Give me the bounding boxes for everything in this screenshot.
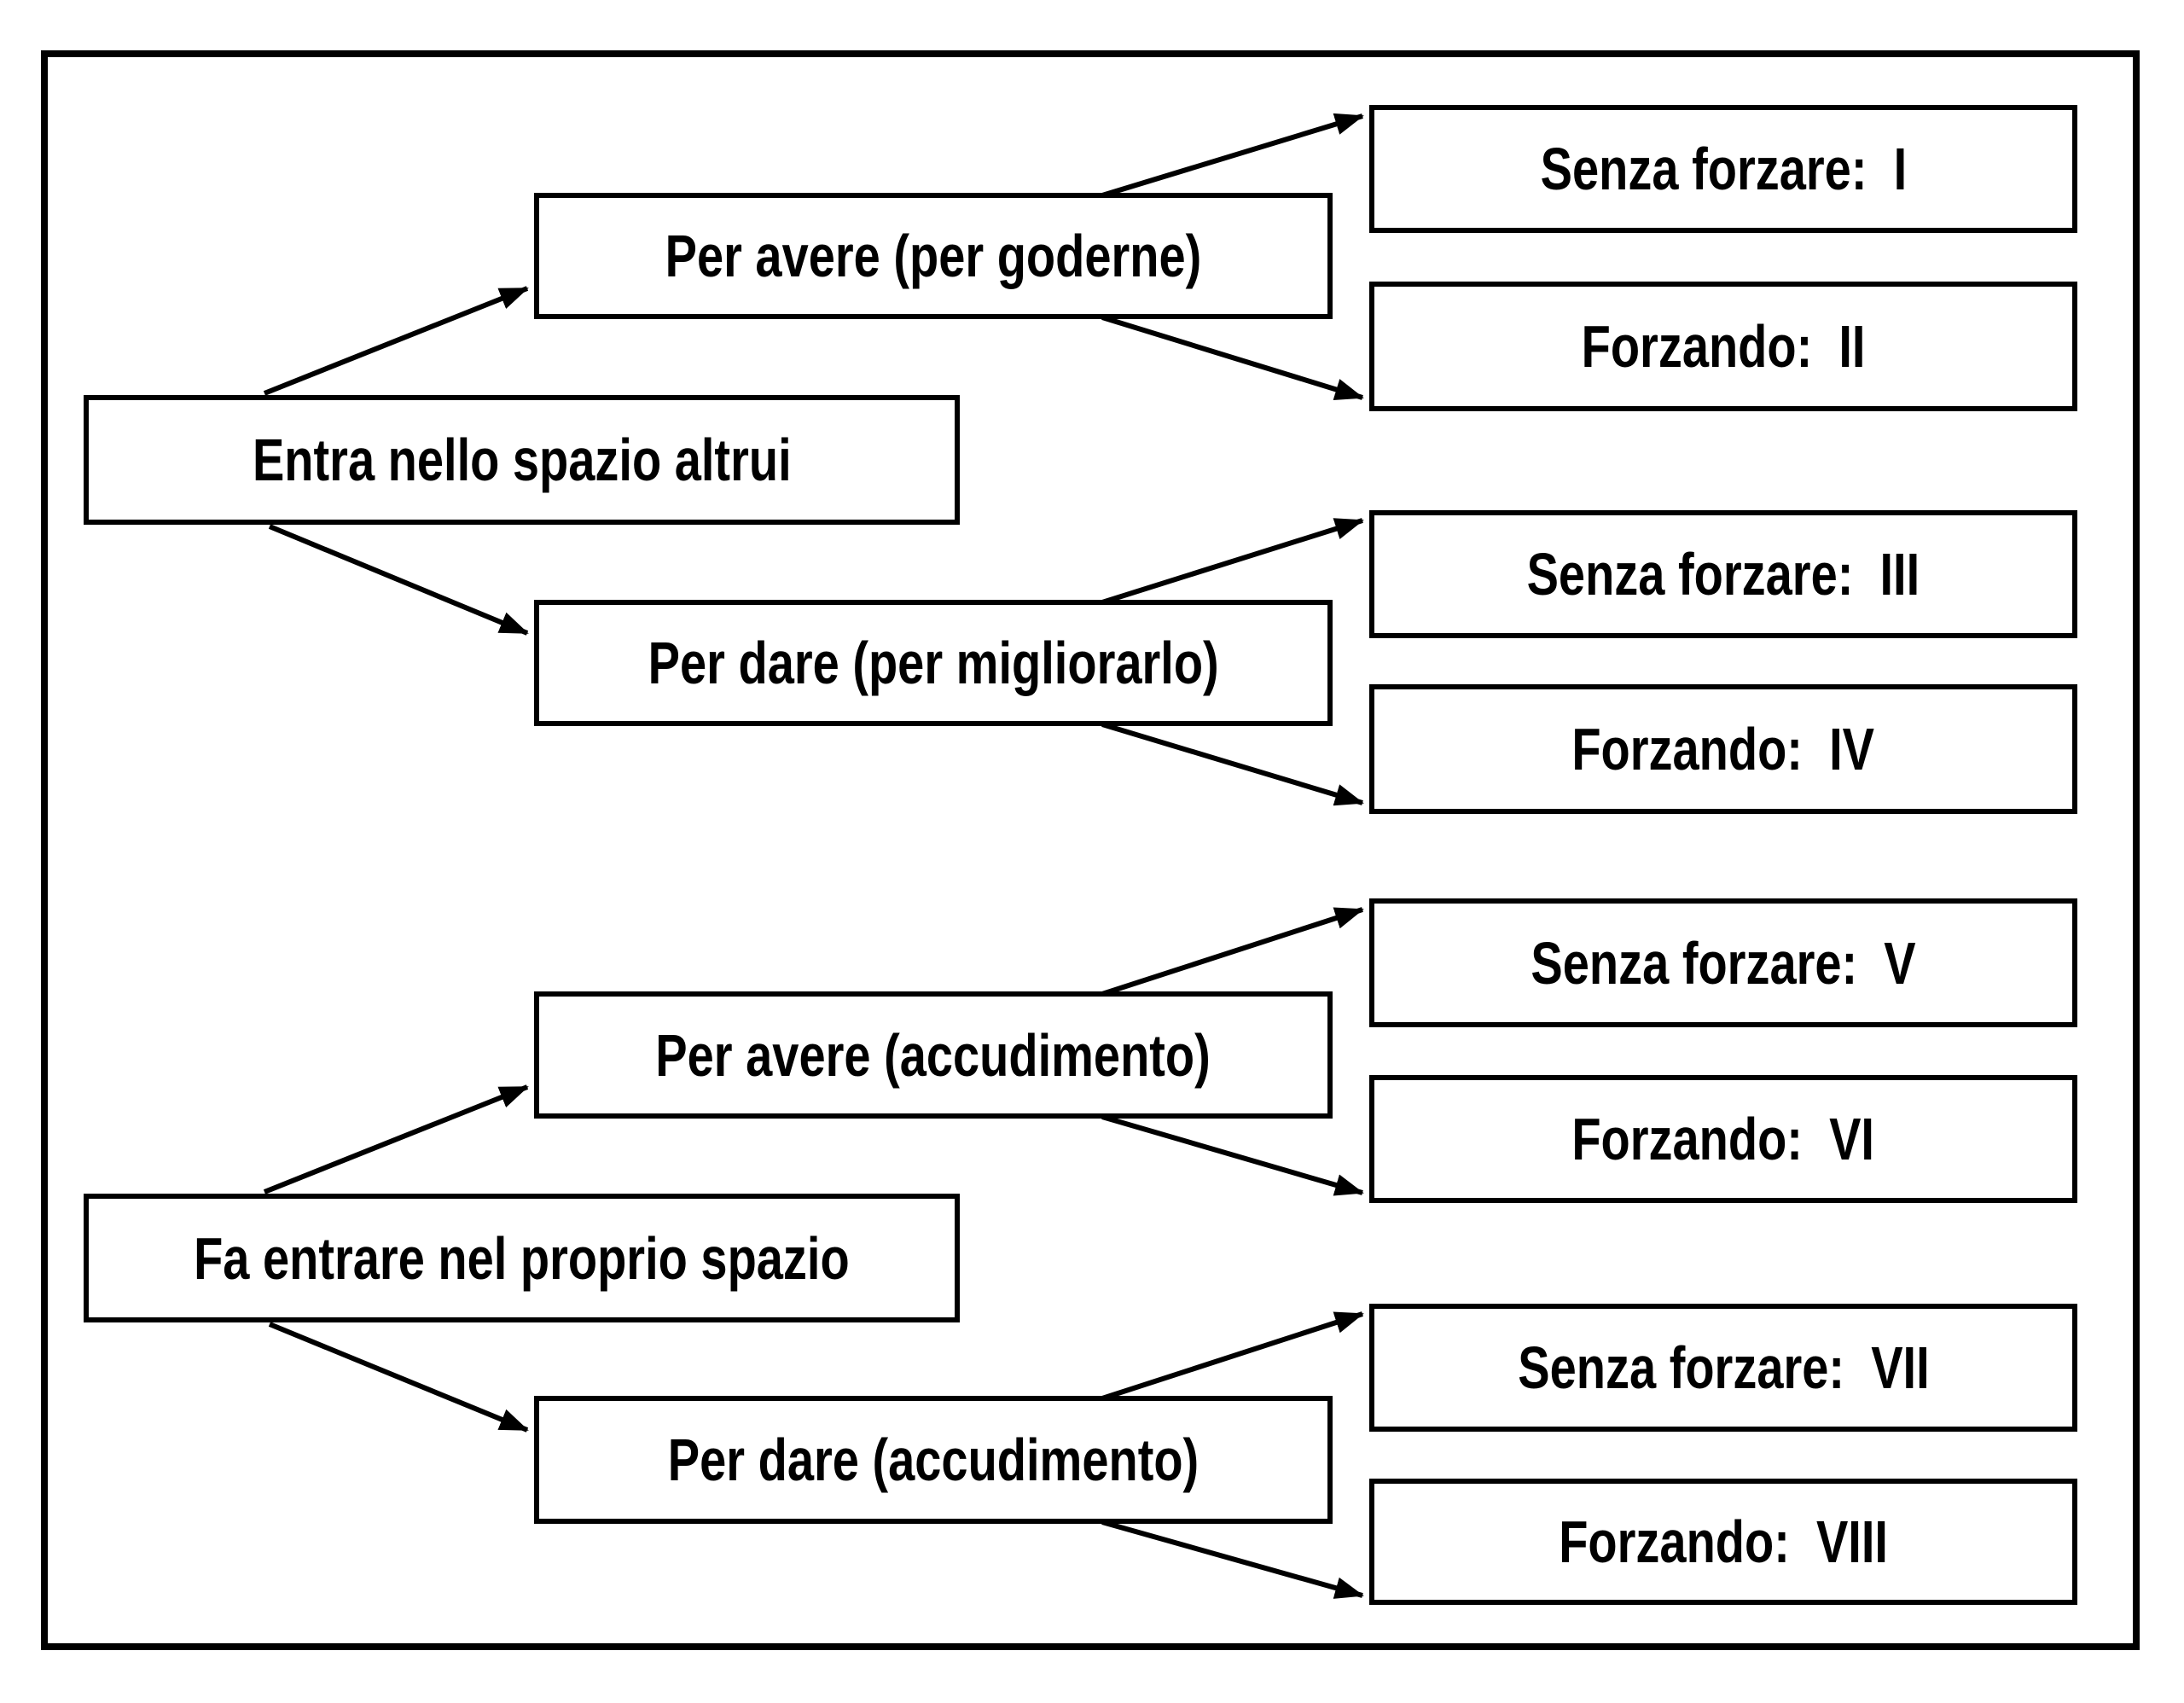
node-senza-forzare-iii: Senza forzare: III <box>1369 510 2077 638</box>
node-label: Forzando: II <box>1581 313 1866 380</box>
node-per-avere-accudimento: Per avere (accudimento) <box>534 991 1333 1119</box>
node-label: Per dare (accudimento) <box>667 1427 1199 1493</box>
node-fa-entrare-nel-proprio-spazio: Fa entrare nel proprio spazio <box>84 1194 960 1322</box>
node-label: Per avere (accudimento) <box>655 1021 1211 1089</box>
node-senza-forzare-vii: Senza forzare: VII <box>1369 1304 2077 1432</box>
node-label: Forzando: VI <box>1571 1106 1875 1172</box>
node-label: Fa entrare nel proprio spazio <box>194 1224 850 1292</box>
node-label: Senza forzare: V <box>1531 929 1916 997</box>
node-forzando-iv: Forzando: IV <box>1369 684 2077 814</box>
node-per-dare-accudimento: Per dare (accudimento) <box>534 1396 1333 1524</box>
node-forzando-viii: Forzando: VIII <box>1369 1479 2077 1605</box>
node-entra-nello-spazio-altrui: Entra nello spazio altrui <box>84 395 960 525</box>
node-label: Entra nello spazio altrui <box>252 427 792 493</box>
node-forzando-vi: Forzando: VI <box>1369 1075 2077 1203</box>
node-label: Senza forzare: VII <box>1517 1334 1930 1401</box>
node-per-dare-per-migliorarlo: Per dare (per migliorarlo) <box>534 600 1333 726</box>
node-label: Per avere (per goderne) <box>665 223 1202 289</box>
node-label: Senza forzare: III <box>1526 541 1920 607</box>
node-label: Forzando: IV <box>1571 716 1875 782</box>
node-label: Senza forzare: I <box>1540 136 1907 202</box>
node-senza-forzare-v: Senza forzare: V <box>1369 898 2077 1027</box>
node-label: Forzando: VIII <box>1559 1508 1888 1575</box>
node-forzando-ii: Forzando: II <box>1369 282 2077 411</box>
node-per-avere-per-goderne: Per avere (per goderne) <box>534 193 1333 319</box>
node-senza-forzare-i: Senza forzare: I <box>1369 105 2077 233</box>
node-label: Per dare (per migliorarlo) <box>648 630 1219 696</box>
